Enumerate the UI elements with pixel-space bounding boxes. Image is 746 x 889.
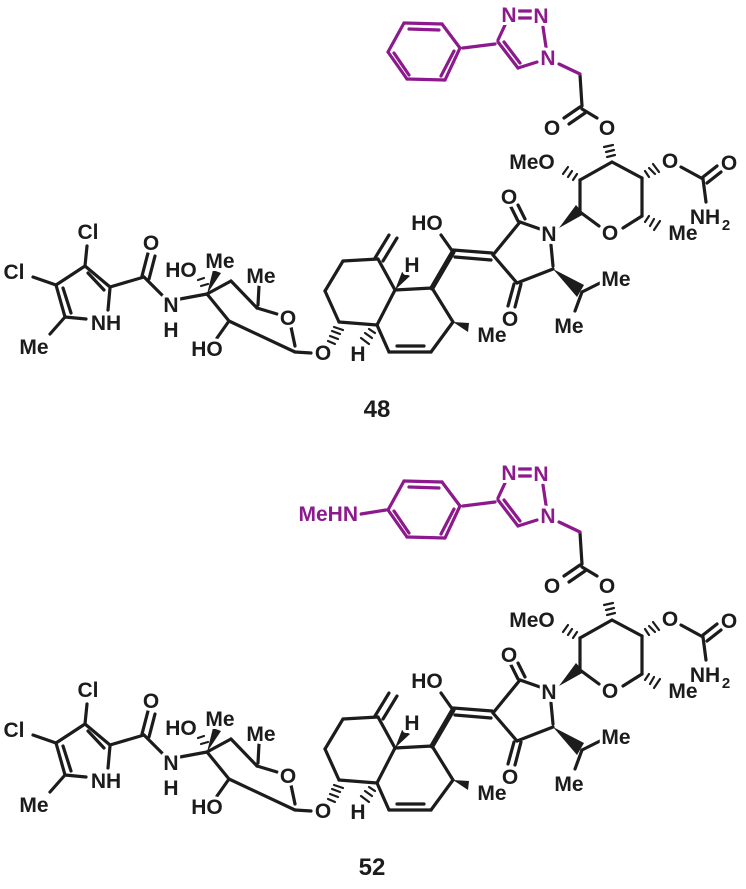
molecule-52-head-group: MeHN xyxy=(295,479,462,540)
compound-number-48: 48 xyxy=(364,396,391,423)
molecule-52-core xyxy=(4,462,738,824)
molecule-52: MeHN 52 xyxy=(4,462,738,881)
mehn-bond xyxy=(359,508,388,516)
molecule-48-phenyl xyxy=(386,21,462,82)
compound-number-52: 52 xyxy=(359,854,386,881)
molecule-48-core xyxy=(4,4,738,366)
molecule-52-phenyl xyxy=(386,479,462,540)
molecule-48: 48 xyxy=(4,4,738,423)
atom-label-mehn: MeHN xyxy=(298,503,358,526)
